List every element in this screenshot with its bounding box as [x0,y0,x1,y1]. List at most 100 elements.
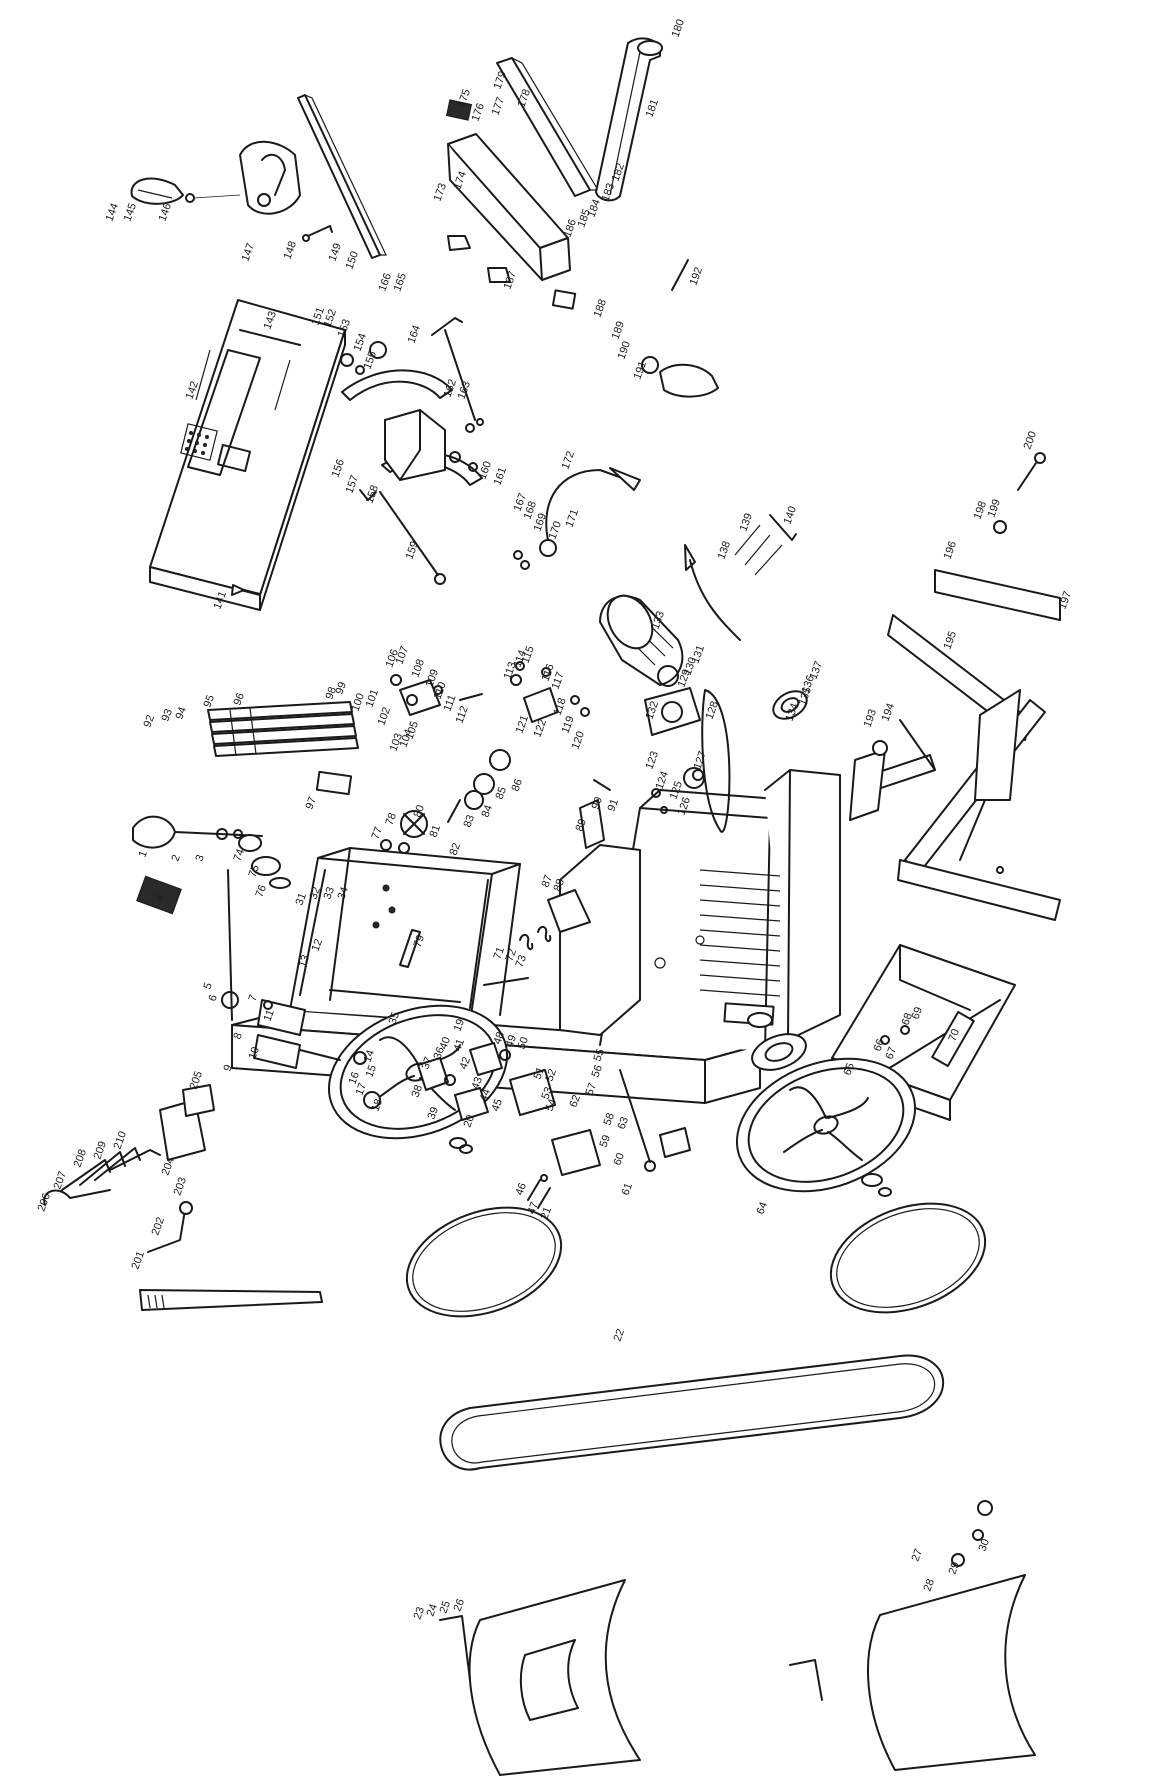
part-number-189: 189 [610,320,628,341]
part-number-126: 126 [676,796,694,817]
part-number-146: 146 [157,202,175,223]
part-number-153: 153 [336,318,354,339]
part-number-135: 135 [797,686,815,707]
part-number-134: 134 [784,702,802,723]
part-number-54: 54 [544,1097,559,1113]
part-number-35: 35 [387,1010,402,1026]
part-number-186: 186 [562,218,580,239]
part-number-69: 69 [910,1005,925,1021]
part-number-96: 96 [232,691,247,707]
part-number-138: 138 [716,540,734,561]
part-number-127: 127 [692,750,710,771]
part-number-109: 109 [424,668,442,689]
part-number-77: 77 [370,825,385,841]
part-number-160: 160 [477,460,495,481]
part-number-120: 120 [570,730,588,751]
part-number-197: 197 [1057,590,1075,611]
part-number-44: 44 [478,1087,493,1103]
part-number-9: 9 [222,1063,235,1073]
part-number-85: 85 [494,785,509,801]
part-number-30: 30 [977,1537,992,1553]
part-number-64: 64 [755,1200,770,1216]
part-number-72: 72 [504,947,519,963]
part-number-49: 49 [504,1033,519,1049]
part-number-150: 150 [344,250,362,271]
part-number-76: 76 [254,883,269,899]
part-number-59: 59 [598,1133,613,1149]
part-number-162: 162 [442,378,460,399]
part-number-122: 122 [532,718,550,739]
part-number-196: 196 [942,540,960,561]
part-number-133: 133 [650,610,668,631]
part-number-182: 182 [610,162,628,183]
part-number-22: 22 [612,1327,627,1343]
part-number-159: 159 [404,540,422,561]
part-number-167: 167 [512,492,530,513]
part-number-104: 104 [398,728,416,749]
part-number-168: 168 [522,500,540,521]
part-number-192: 192 [688,266,706,287]
part-number-73: 73 [514,953,529,969]
part-number-28: 28 [922,1577,937,1593]
tension-and-guide-parts [43,815,381,1311]
part-number-3: 3 [194,853,207,863]
part-number-10: 10 [247,1045,262,1061]
part-number-210: 210 [112,1130,130,1151]
part-number-38: 38 [410,1083,425,1099]
part-number-177: 177 [490,96,508,117]
part-number-51: 51 [532,1065,547,1081]
part-number-118: 118 [552,696,569,717]
part-number-27: 27 [910,1547,925,1563]
part-number-181: 181 [644,98,662,119]
part-number-185: 185 [576,208,594,229]
part-number-136: 136 [800,674,818,695]
part-number-187: 187 [502,270,520,291]
part-number-191: 191 [632,360,650,381]
part-number-130: 130 [682,656,700,677]
part-number-158: 158 [364,484,382,505]
part-number-13: 13 [297,953,312,969]
part-number-93: 93 [160,707,175,723]
part-number-25: 25 [438,1599,453,1615]
part-number-94: 94 [174,705,189,721]
part-number-95: 95 [202,693,217,709]
part-number-156: 156 [330,458,348,479]
part-number-129: 129 [676,668,694,689]
part-number-82: 82 [448,841,463,857]
part-number-18: 18 [370,1097,385,1113]
part-number-56: 56 [590,1063,605,1079]
part-number-200: 200 [1022,430,1040,451]
part-number-37: 37 [420,1055,435,1071]
part-number-101: 101 [364,688,382,709]
part-number-121: 121 [514,714,532,735]
part-number-20: 20 [462,1113,477,1129]
part-number-45: 45 [490,1097,505,1113]
part-number-43: 43 [470,1075,485,1091]
part-number-14: 14 [362,1048,377,1064]
part-number-165: 165 [392,272,410,293]
part-number-34: 34 [336,885,351,901]
part-number-131: 131 [690,644,708,665]
part-number-61: 61 [620,1181,635,1197]
part-number-193: 193 [862,708,880,729]
part-number-70: 70 [947,1027,962,1043]
part-number-90: 90 [590,795,605,811]
part-number-172: 172 [560,450,578,471]
part-number-141: 141 [212,590,230,611]
part-number-112: 112 [454,704,471,725]
part-number-107: 107 [394,645,412,666]
part-number-205: 205 [188,1070,206,1091]
part-number-99: 99 [334,680,349,696]
part-number-79: 79 [412,933,427,949]
blade-guide-post-assembly [445,37,719,398]
part-number-154: 154 [352,332,370,353]
part-number-137: 137 [808,660,826,681]
upper-wheel-right [735,1012,917,1197]
part-number-116: 116 [540,662,557,683]
part-number-190: 190 [616,340,634,361]
part-number-194: 194 [880,702,898,723]
part-number-58: 58 [602,1111,617,1127]
part-number-57: 57 [584,1081,599,1097]
